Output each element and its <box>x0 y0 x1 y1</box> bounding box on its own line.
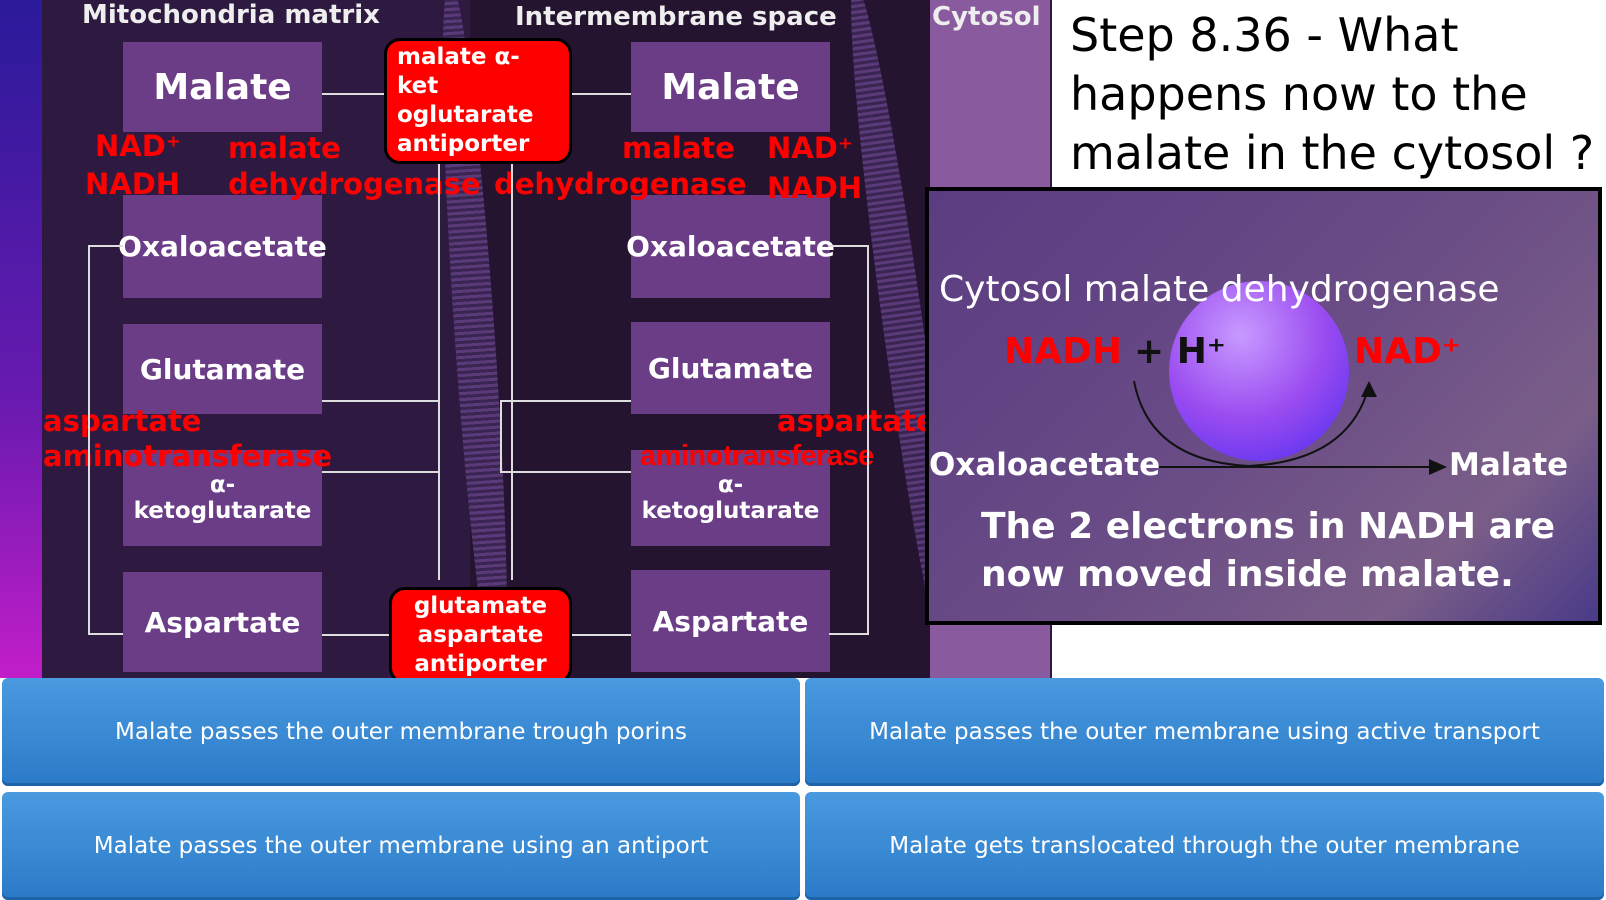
ims-glutamate: Glutamate <box>631 322 830 414</box>
ims-nad: NAD⁺ <box>767 131 854 165</box>
porter-label: antiporter <box>414 651 547 677</box>
ims-malate: Malate <box>631 42 830 132</box>
malate-aketoglutarate-antiporter: malate α-ket oglutarate antiporter <box>384 38 572 164</box>
connector <box>322 400 440 473</box>
background-strip <box>0 0 42 678</box>
ims-oxaloacetate: Oxaloacetate <box>626 195 835 298</box>
panel-caption: The 2 electrons in NADH are now moved in… <box>981 506 1556 595</box>
ims-mdh-label-1: malate <box>622 131 735 165</box>
ims-nadh: NADH <box>767 171 863 205</box>
cytosol-mdh-panel: Cytosol malate dehydrogenase NADH + H⁺ N… <box>925 187 1602 625</box>
region-label-matrix: Mitochondria matrix <box>82 0 380 30</box>
ims-aspartate: Aspartate <box>631 570 830 672</box>
porter-label: oglutarate <box>397 102 534 128</box>
enzyme-icon <box>1169 281 1349 461</box>
connector <box>570 93 631 95</box>
matrix-aspartate: Aspartate <box>123 572 322 672</box>
connector <box>322 93 384 95</box>
ims-ast-label-1: aspartate <box>777 404 936 438</box>
matrix-ast-label-2: aminotransferase <box>43 439 333 473</box>
answer-button-1[interactable]: Malate passes the outer membrane trough … <box>2 678 800 786</box>
matrix-glutamate: Glutamate <box>123 324 322 414</box>
reaction-arrows <box>1133 380 1447 475</box>
connector <box>829 245 869 635</box>
matrix-malate: Malate <box>123 42 322 132</box>
answer-button-3[interactable]: Malate passes the outer membrane using a… <box>2 792 800 900</box>
connector <box>438 135 513 580</box>
panel-product: Malate <box>1449 447 1569 483</box>
panel-nadh: NADH <box>1004 331 1123 372</box>
answer-button-4[interactable]: Malate gets translocated through the out… <box>805 792 1604 900</box>
ims-mdh-label-2: dehydrogenase <box>494 167 747 201</box>
porter-label: antiporter <box>397 131 530 157</box>
matrix-nad: NAD⁺ <box>95 129 182 163</box>
region-label-cytosol: Cytosol <box>932 2 1041 32</box>
connector <box>88 245 123 635</box>
panel-plus-h: + H⁺ <box>1134 331 1226 372</box>
porter-label: glutamate <box>413 593 548 619</box>
connector <box>500 400 631 473</box>
panel-substrate: Oxaloacetate <box>929 447 1161 483</box>
panel-title: Cytosol malate dehydrogenase <box>939 269 1500 310</box>
connector <box>322 634 389 636</box>
panel-nad: NAD⁺ <box>1354 331 1461 372</box>
matrix-nadh: NADH <box>85 167 181 201</box>
connector <box>572 634 631 636</box>
question-title: Step 8.36 - What happens now to the mala… <box>1070 8 1595 180</box>
matrix-ast-label-1: aspartate <box>43 404 202 438</box>
ims-aketoglutarate: α-ketoglutarate <box>631 450 830 546</box>
matrix-mdh-label-1: malate <box>228 131 341 165</box>
ims-ast-label-2: aminotransferase <box>640 440 874 472</box>
region-label-ims: Intermembrane space <box>515 2 837 32</box>
matrix-aketoglutarate: α-ketoglutarate <box>123 450 322 546</box>
glutamate-aspartate-antiporter: glutamate aspartate antiporter <box>389 587 572 684</box>
porter-label: aspartate <box>417 622 544 648</box>
matrix-oxaloacetate: Oxaloacetate <box>118 195 327 298</box>
answer-button-2[interactable]: Malate passes the outer membrane using a… <box>805 678 1604 786</box>
porter-label: malate α-ket <box>397 44 520 99</box>
